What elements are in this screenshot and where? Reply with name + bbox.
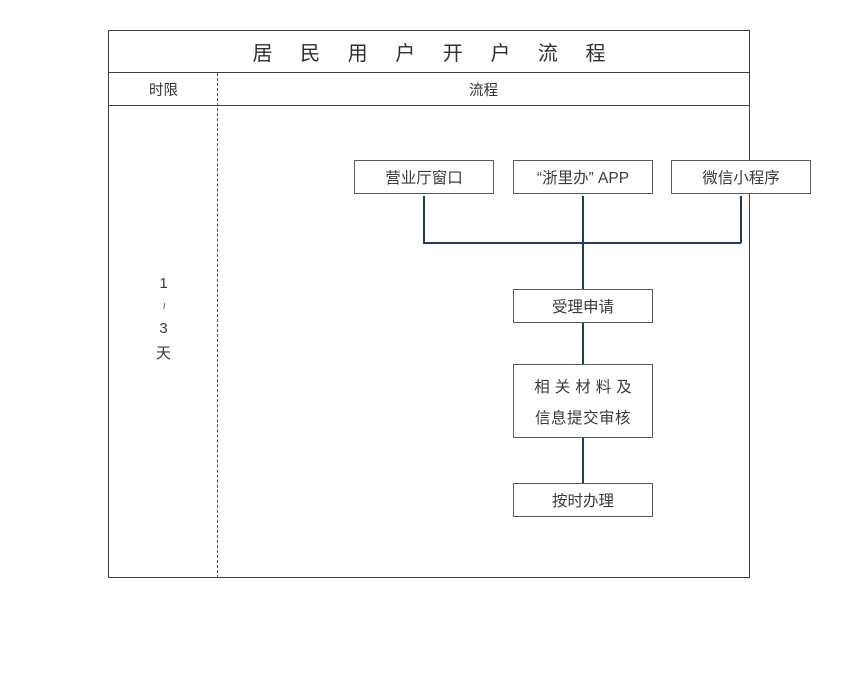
duration-stack: 1 ~ 3 天 — [155, 271, 172, 366]
flow-node-label: 受理申请 — [551, 299, 614, 316]
flow-node-process-on-time[interactable]: 按时办理 — [513, 483, 653, 517]
flow-node-accept-application[interactable]: 受理申请 — [513, 289, 653, 323]
connector-app-to-bus — [582, 196, 584, 243]
connector-hall-to-bus — [423, 196, 425, 243]
flow-node-label-line2: 信息提交审核 — [534, 409, 631, 427]
flow-node-label: “浙里办” APP — [536, 170, 630, 187]
table-body-row: 1 ~ 3 天 营业厅窗口 “浙里办” APP 微信小程序 — [109, 106, 811, 577]
flow-node-wechat-miniprogram[interactable]: 微信小程序 — [671, 160, 811, 194]
flow-node-business-hall[interactable]: 营业厅窗口 — [354, 160, 494, 194]
flow-node-zhelipan-app[interactable]: “浙里办” APP — [513, 160, 653, 194]
flow-node-label: 按时办理 — [551, 493, 614, 510]
column-divider-dashed — [217, 73, 218, 578]
flowchart-canvas: 营业厅窗口 “浙里办” APP 微信小程序 受理申请 相关材料及 信息提交审核 … — [218, 106, 811, 577]
connector-accept-to-submit — [582, 323, 584, 364]
duration-separator-tilde: ~ — [156, 302, 172, 310]
table-title-row: 居 民 用 户 开 户 流 程 — [109, 31, 749, 73]
page-title: 居 民 用 户 开 户 流 程 — [252, 43, 617, 65]
flow-node-label: 营业厅窗口 — [385, 170, 463, 187]
connector-bus-to-accept — [582, 242, 584, 289]
flow-node-label: 微信小程序 — [702, 170, 780, 187]
table-header-row: 时限 流程 — [109, 73, 749, 106]
flow-node-label-line1: 相关材料及 — [534, 378, 637, 396]
column-header-process: 流程 — [469, 82, 498, 99]
column-header-time-limit: 时限 — [149, 82, 178, 99]
connector-submit-to-handle — [582, 438, 584, 483]
connector-wechat-to-bus — [740, 196, 742, 243]
duration-to: 3 — [159, 320, 168, 337]
process-flow-table: 居 民 用 户 开 户 流 程 时限 流程 1 ~ 3 天 — [108, 30, 811, 578]
flow-node-submit-materials[interactable]: 相关材料及 信息提交审核 — [513, 364, 653, 438]
duration-unit: 天 — [155, 345, 171, 362]
time-limit-cell: 1 ~ 3 天 — [109, 106, 218, 577]
duration-from: 1 — [159, 275, 168, 292]
